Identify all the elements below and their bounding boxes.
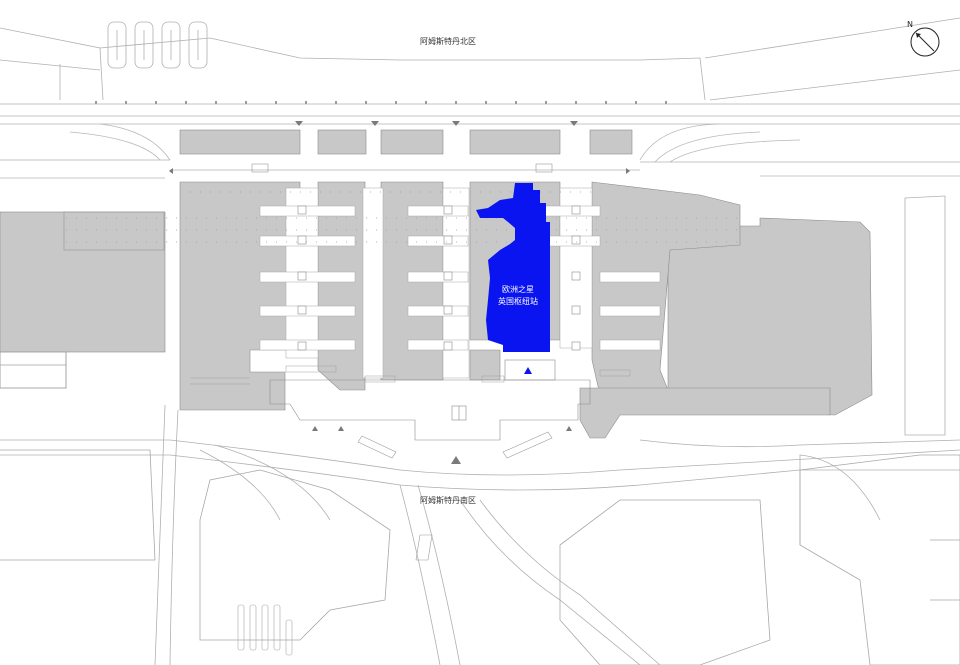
tram-shelters [357, 431, 553, 561]
track-curves [0, 123, 960, 179]
platform-corridors [259, 187, 661, 379]
south-district-label: 阿姆斯特丹南区 [420, 495, 476, 505]
west-buildings [0, 211, 166, 389]
terminal-label-line2: 英国枢纽站 [498, 296, 538, 306]
north-buildings [179, 129, 633, 155]
triangle-marker-icon [570, 121, 578, 126]
eurostar-terminal-highlight [476, 183, 550, 352]
north-district-label: 阿姆斯特丹北区 [420, 36, 476, 46]
south-east-buildings [559, 454, 960, 665]
location-triangle-icon [524, 367, 532, 374]
south-roads [0, 404, 960, 665]
triangle-marker-icon [452, 121, 460, 126]
north-road-ticks [95, 101, 667, 104]
triangle-marker-icon [626, 168, 630, 174]
north-waterfront [0, 17, 960, 101]
triangle-marker-icon [295, 121, 303, 126]
triangle-marker-icon [371, 121, 379, 126]
south-hall-details [190, 365, 631, 385]
triangle-marker-icon [169, 168, 173, 174]
parked-buses [237, 604, 293, 656]
east-buildings [579, 181, 873, 439]
docked-boats [107, 21, 208, 69]
triangle-marker-icon [451, 456, 461, 464]
south-hall [269, 359, 591, 441]
triangle-marker-icon [312, 426, 318, 431]
north-roads [0, 103, 960, 171]
east-lines [799, 195, 960, 545]
north-entrance-markers [169, 121, 630, 174]
south-west-building [0, 449, 391, 641]
triangle-marker-icon [566, 426, 572, 431]
terminal-label-line1: 欧洲之星 [502, 284, 534, 294]
north-arrow-icon [910, 27, 940, 57]
west-structure [0, 211, 165, 389]
south-entrance-markers [312, 426, 572, 464]
lift-boxes [297, 205, 581, 351]
north-shelters [251, 163, 553, 173]
compass-letter: N [907, 20, 913, 29]
triangle-marker-icon [338, 426, 344, 431]
